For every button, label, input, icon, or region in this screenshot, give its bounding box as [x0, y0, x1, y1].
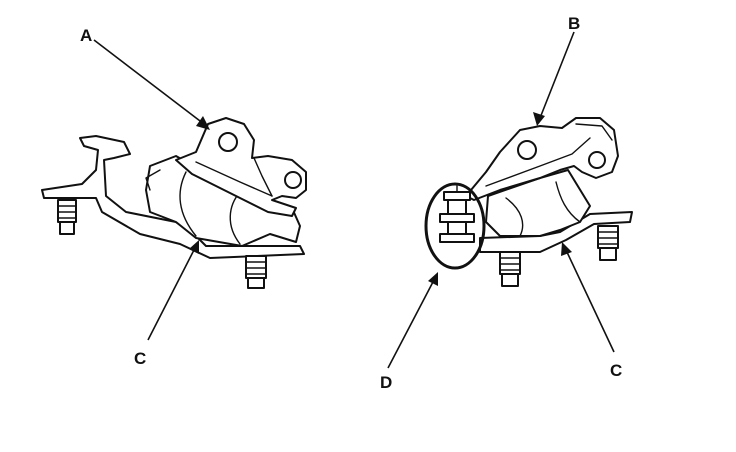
- leader-arrows: [93, 31, 615, 369]
- detail-circle-d: [424, 182, 486, 270]
- arrow-d: [387, 279, 435, 369]
- left-bolt-1: [57, 199, 77, 235]
- right-bolt-hole-1: [517, 140, 537, 160]
- label-b: B: [568, 14, 580, 33]
- right-stud: [439, 185, 475, 243]
- arrow-d-head: [428, 272, 438, 286]
- right-mount: [424, 117, 633, 287]
- right-rubber-body: [485, 169, 591, 237]
- label-a: A: [80, 26, 92, 45]
- arrow-c-left-head: [189, 240, 199, 254]
- arrow-b: [539, 31, 575, 119]
- arrow-b-head: [533, 112, 545, 126]
- left-bolt-hole-2: [284, 171, 302, 189]
- label-c-right: C: [610, 361, 622, 380]
- arrow-c-right-head: [561, 242, 572, 256]
- right-bolt-hole-2: [588, 151, 606, 169]
- left-bolt-hole-1: [218, 132, 238, 152]
- arrow-c-left: [147, 247, 196, 341]
- right-bolt-2: [597, 225, 619, 261]
- right-bolt-1: [499, 251, 521, 287]
- arrow-a-head: [196, 116, 210, 130]
- left-bolt-2: [245, 255, 267, 289]
- arrow-a: [93, 39, 205, 125]
- label-c-left: C: [134, 349, 146, 368]
- arrow-c-right: [565, 249, 615, 353]
- left-base-plate: [41, 135, 305, 259]
- label-d: D: [380, 373, 392, 392]
- left-mount: [41, 117, 307, 289]
- left-bracket-a: [175, 117, 307, 217]
